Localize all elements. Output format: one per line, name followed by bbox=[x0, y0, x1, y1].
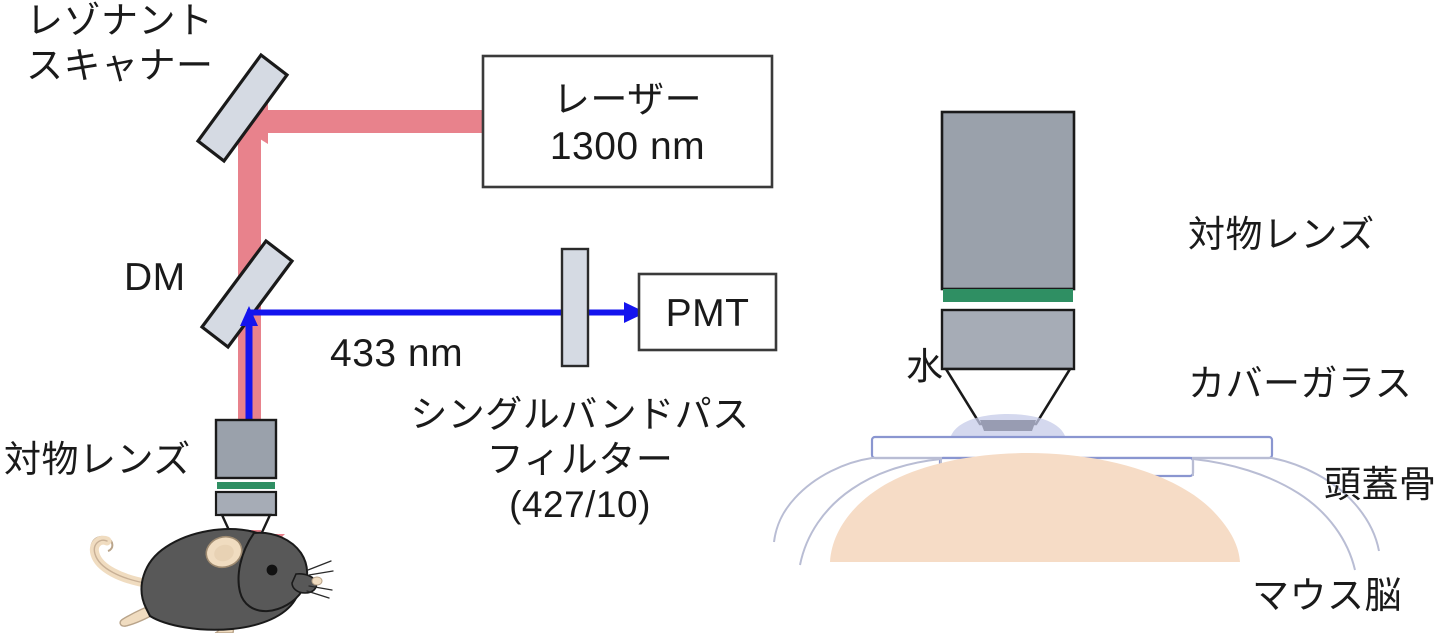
label-bandpass-filter: シングルバンドパス フィルター (427/10) bbox=[410, 394, 750, 526]
resonant-scanner-mirror bbox=[195, 52, 290, 164]
dichroic-mirror bbox=[199, 238, 295, 350]
label-cover-glass: カバーガラス bbox=[1188, 363, 1413, 404]
emission-beam-vertical bbox=[240, 306, 258, 420]
label-skull: 頭蓋骨 bbox=[1324, 464, 1437, 505]
mouse-illustration bbox=[89, 528, 334, 633]
emission-beam-horizontal bbox=[247, 302, 646, 323]
label-objective-right: 対物レンズ bbox=[1188, 214, 1375, 255]
objective-lens-left bbox=[214, 418, 278, 543]
brain-dome bbox=[830, 453, 1240, 562]
cover-glass-upper bbox=[870, 435, 1274, 460]
pmt-box bbox=[637, 272, 778, 352]
label-emission-wavelength: 433 nm bbox=[330, 332, 464, 375]
laser-box bbox=[481, 54, 774, 189]
objective-lens-right bbox=[940, 110, 1076, 431]
label-objective-left: 対物レンズ bbox=[4, 439, 191, 480]
label-mouse-brain: マウス脳 bbox=[1252, 575, 1402, 616]
label-laser-line2: 1300 nm bbox=[549, 125, 706, 168]
skull-outline bbox=[773, 457, 1380, 571]
label-resonant-scanner: レゾナント スキャナー bbox=[26, 0, 214, 87]
label-laser-line1: レーザー bbox=[552, 79, 703, 120]
label-pmt: PMT bbox=[665, 292, 750, 335]
label-dichroic-mirror: DM bbox=[124, 256, 186, 299]
bandpass-filter bbox=[560, 247, 590, 368]
label-water: 水 bbox=[906, 346, 944, 387]
excitation-beam-horizontal bbox=[232, 99, 483, 144]
